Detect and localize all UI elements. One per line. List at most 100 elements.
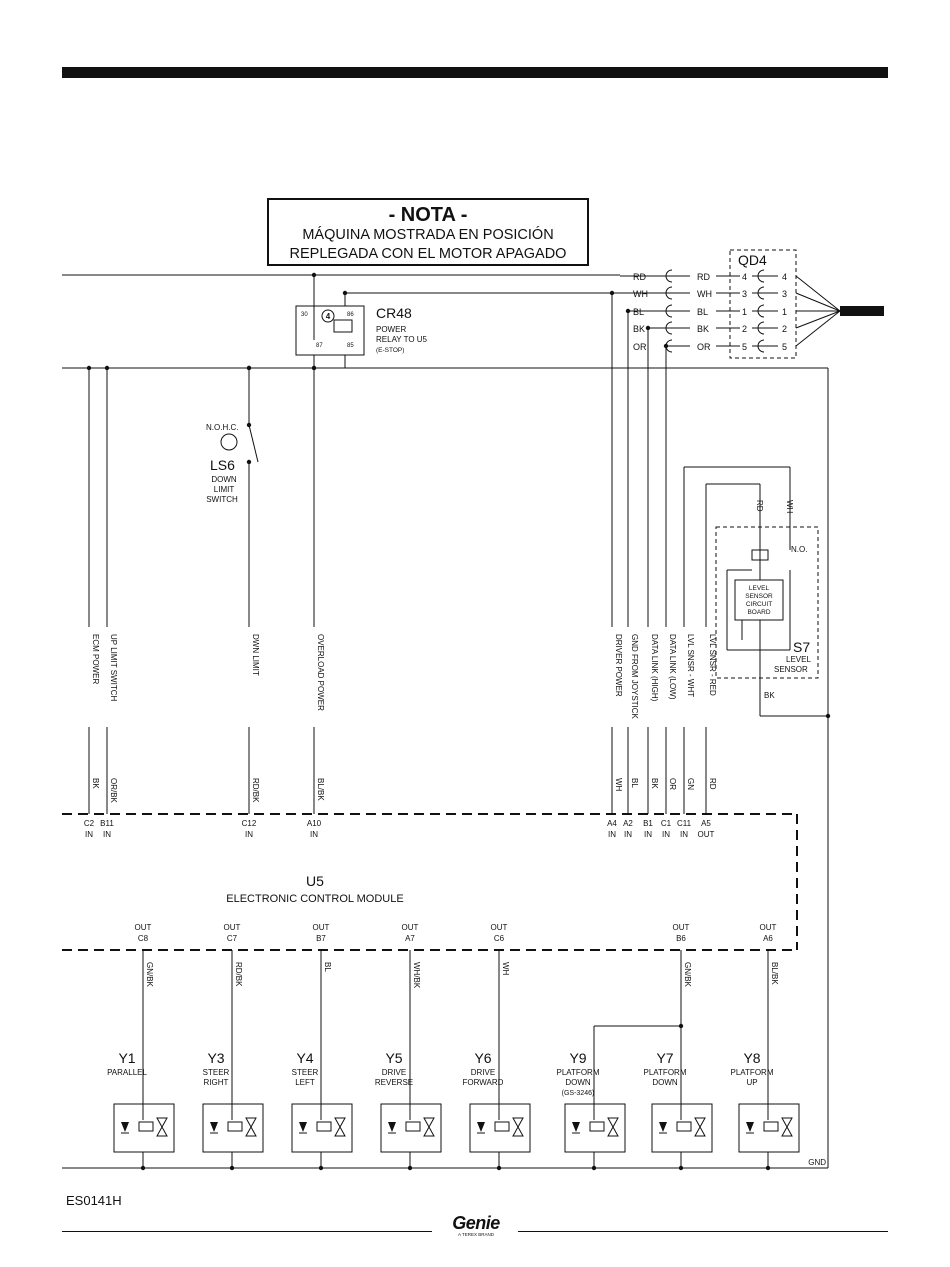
valve-box xyxy=(202,1103,264,1153)
valve-desc: PLATFORM xyxy=(557,1068,600,1077)
junction-dot xyxy=(104,365,110,371)
valve-desc: UP xyxy=(746,1078,757,1087)
output-dir: OUT xyxy=(673,923,690,932)
cr48-pin: 85 xyxy=(347,343,354,349)
valve-desc: PARALLEL xyxy=(107,1068,147,1077)
connector-mark xyxy=(665,321,673,335)
qd4-pin-right: 5 xyxy=(782,342,787,352)
input-dir: IN xyxy=(680,830,688,839)
valve-id: Y5 xyxy=(385,1050,402,1066)
qd4-pin-right: 2 xyxy=(782,324,787,334)
output-pin: A6 xyxy=(763,934,773,943)
input-pin: C1 xyxy=(661,819,672,828)
input-dir: OUT xyxy=(698,830,715,839)
ls6-state: N.O.H.C. xyxy=(206,423,238,432)
junction-dot xyxy=(645,325,651,331)
s7-board: LEVEL xyxy=(749,585,770,592)
valve-box xyxy=(380,1103,442,1153)
qd4-wire-color-right: RD xyxy=(697,272,710,282)
valve-coil xyxy=(676,1121,692,1132)
s7-wh: WH xyxy=(785,500,794,514)
valve-desc: (GS-3246) xyxy=(562,1090,595,1097)
input-wire-color: BK xyxy=(91,778,100,789)
qd4-wire-color-left: OR xyxy=(633,342,647,352)
junction-dot xyxy=(407,1165,413,1171)
valve-id: Y6 xyxy=(474,1050,491,1066)
input-wire-color: OR/BK xyxy=(109,778,118,804)
cr48-number-circle xyxy=(321,309,335,323)
connector-mark xyxy=(665,286,673,300)
s7-rd: RD xyxy=(755,500,764,512)
input-signal-label: OVERLOAD POWER xyxy=(316,634,325,711)
note-line-1: MÁQUINA MOSTRADA EN POSICIÓN xyxy=(302,227,554,243)
input-dir: IN xyxy=(245,830,253,839)
qd4-pin-left: 5 xyxy=(742,342,747,352)
valve-symbol xyxy=(781,1117,793,1137)
qd4-wire-color-left: BK xyxy=(633,324,645,334)
input-signal-label: UP LIMIT SWITCH xyxy=(109,634,118,701)
input-wire-color: RD/BK xyxy=(251,778,260,803)
qd4-wire-color-left: BL xyxy=(633,307,644,317)
junction-dot xyxy=(229,1165,235,1171)
junction-dot xyxy=(678,1165,684,1171)
junction-dot xyxy=(609,290,615,296)
cr48-pin: 87 xyxy=(316,343,323,349)
junction-dot xyxy=(678,1023,684,1029)
valve-diode xyxy=(572,1122,580,1132)
valve-box xyxy=(651,1103,713,1153)
ls6-desc: SWITCH xyxy=(206,495,238,504)
valve-id: Y4 xyxy=(296,1050,313,1066)
junction-dot xyxy=(591,1165,597,1171)
input-signal-label: DATA LINK (HIGH) xyxy=(650,634,659,702)
output-dir: OUT xyxy=(760,923,777,932)
output-wire-color: WH xyxy=(501,962,510,976)
valve-box xyxy=(469,1103,531,1153)
valve-box xyxy=(113,1103,175,1153)
s7-board: CIRCUIT xyxy=(746,601,772,608)
header-bar xyxy=(62,67,888,78)
u5-desc: ELECTRONIC CONTROL MODULE xyxy=(226,893,403,905)
input-dir: IN xyxy=(644,830,652,839)
cr48-desc: RELAY TO U5 xyxy=(376,335,428,344)
input-wire-color: BL xyxy=(630,778,639,788)
junction-dot xyxy=(318,1165,324,1171)
valve-desc: RIGHT xyxy=(204,1078,229,1087)
input-wire-color: GN xyxy=(686,778,695,790)
input-signal-label: ECM POWER xyxy=(91,634,100,684)
junction-dot xyxy=(311,272,317,278)
qd4-pin-left: 3 xyxy=(742,289,747,299)
valve-symbol xyxy=(245,1117,257,1137)
junction-dot xyxy=(246,365,252,371)
valve-id: Y3 xyxy=(207,1050,224,1066)
valve-desc: FORWARD xyxy=(463,1078,504,1087)
valve-desc: STEER xyxy=(203,1068,230,1077)
valve-diode xyxy=(477,1122,485,1132)
valve-desc: LEFT xyxy=(295,1078,315,1087)
junction-dot xyxy=(825,713,831,719)
ls6-desc: LIMIT xyxy=(214,485,235,494)
qd4-wire-color-left: RD xyxy=(633,272,646,282)
junction-dot xyxy=(140,1165,146,1171)
input-pin: B11 xyxy=(100,819,114,828)
qd4-pin-left: 4 xyxy=(742,272,747,282)
valve-diode xyxy=(746,1122,754,1132)
s7-no: N.O. xyxy=(791,545,807,554)
valve-desc: PLATFORM xyxy=(731,1068,774,1077)
valve-desc: DRIVE xyxy=(471,1068,495,1077)
qd4-wire-color-right: WH xyxy=(697,289,712,299)
input-dir: IN xyxy=(608,830,616,839)
junction-dot xyxy=(496,1165,502,1171)
valve-diode xyxy=(659,1122,667,1132)
input-wire-color: RD xyxy=(708,778,717,790)
gnd-label: GND xyxy=(808,1158,826,1167)
valve-desc: DRIVE xyxy=(382,1068,406,1077)
valve-desc: REVERSE xyxy=(375,1078,413,1087)
valve-diode xyxy=(210,1122,218,1132)
brand-name: Genie xyxy=(452,1213,500,1233)
junction-dot xyxy=(765,1165,771,1171)
output-wire-color: BL xyxy=(323,962,332,972)
output-dir: OUT xyxy=(224,923,241,932)
output-pin: C8 xyxy=(138,934,149,943)
cr48-pin: 86 xyxy=(347,312,354,318)
